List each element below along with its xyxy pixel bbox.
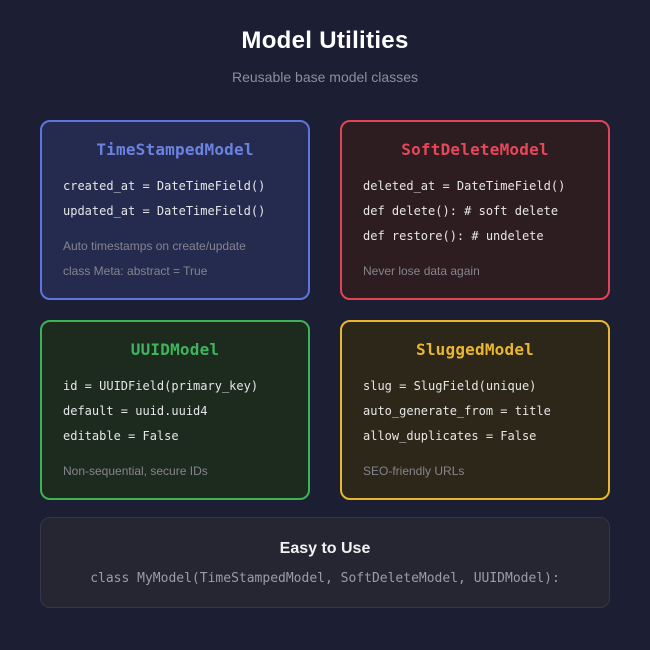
usage-code-line: class MyModel(TimeStampedModel, SoftDele… (90, 571, 560, 586)
card-notes: SEO-friendly URLs (363, 459, 587, 484)
code-line: def restore(): # undelete (363, 229, 544, 243)
note-line: Non-sequential, secure IDs (63, 464, 208, 478)
page-subtitle: Reusable base model classes (232, 69, 418, 85)
note-line: class Meta: abstract = True (63, 264, 208, 278)
code-line: auto_generate_from = title (363, 404, 551, 418)
code-line: editable = False (63, 429, 179, 443)
note-line: Auto timestamps on create/update (63, 239, 246, 253)
code-line: updated_at = DateTimeField() (63, 204, 266, 218)
card-title: UUIDModel (130, 340, 220, 359)
code-line: default = uuid.uuid4 (63, 404, 208, 418)
page-title: Model Utilities (241, 27, 409, 54)
code-line: def delete(): # soft delete (363, 204, 559, 218)
code-line: created_at = DateTimeField() (63, 179, 266, 193)
page-header: Model Utilities Reusable base model clas… (0, 0, 650, 86)
code-line: slug = SlugField(unique) (363, 379, 537, 393)
card-notes: Auto timestamps on create/update class M… (63, 234, 287, 284)
card-notes: Non-sequential, secure IDs (63, 459, 287, 484)
card-uuid-model: UUIDModel id = UUIDField(primary_key) de… (40, 320, 310, 500)
card-title: TimeStampedModel (96, 140, 254, 159)
usage-panel-title: Easy to Use (279, 540, 371, 557)
card-title: SoftDeleteModel (401, 140, 549, 159)
note-line: SEO-friendly URLs (363, 464, 465, 478)
card-softdelete-model: SoftDeleteModel deleted_at = DateTimeFie… (340, 120, 610, 300)
card-timestamped-model: TimeStampedModel created_at = DateTimeFi… (40, 120, 310, 300)
code-line: id = UUIDField(primary_key) (63, 379, 259, 393)
card-notes: Never lose data again (363, 259, 587, 284)
usage-panel: Easy to Use class MyModel(TimeStampedMod… (40, 517, 610, 608)
note-line: Never lose data again (363, 264, 480, 278)
card-slugged-model: SluggedModel slug = SlugField(unique) au… (340, 320, 610, 500)
code-line: deleted_at = DateTimeField() (363, 179, 566, 193)
code-line: allow_duplicates = False (363, 429, 537, 443)
card-title: SluggedModel (416, 340, 534, 359)
card-grid: TimeStampedModel created_at = DateTimeFi… (40, 120, 610, 500)
